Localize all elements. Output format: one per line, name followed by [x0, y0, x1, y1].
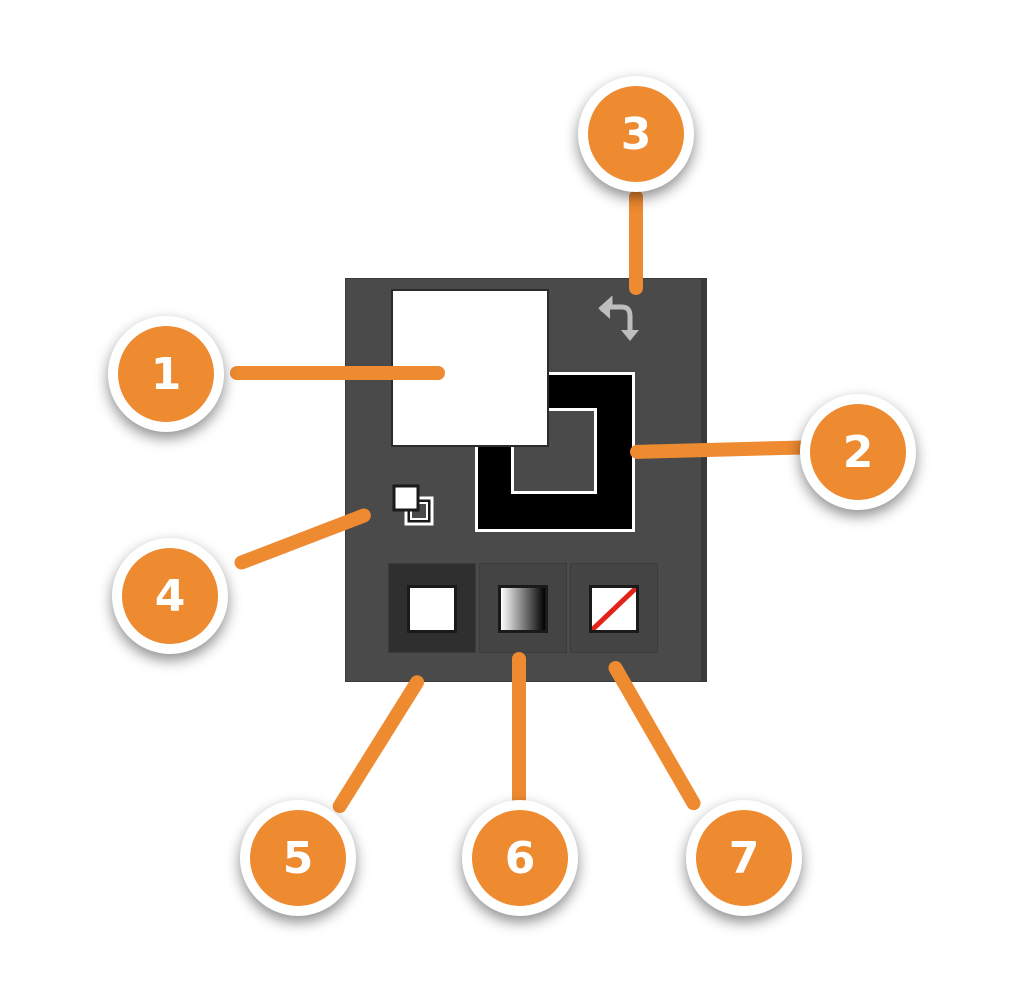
callout-1: 1	[108, 316, 224, 432]
gradient-mode-button[interactable]	[479, 563, 567, 653]
color-mode-button[interactable]	[388, 563, 476, 653]
stroke-swatch[interactable]	[475, 372, 635, 532]
panel-right-edge	[701, 278, 707, 682]
none-mode-button[interactable]	[570, 563, 658, 653]
swap-fill-stroke-icon[interactable]	[590, 295, 642, 348]
leader-line-6	[512, 652, 526, 827]
callout-4: 4	[112, 538, 228, 654]
callout-2: 2	[800, 394, 916, 510]
leader-line-3	[629, 190, 643, 295]
color-mode-icon	[407, 585, 457, 633]
gradient-mode-icon	[498, 585, 548, 633]
callout-3: 3	[578, 76, 694, 192]
default-fill-stroke-icon[interactable]	[386, 478, 442, 534]
leader-line-5	[330, 672, 427, 816]
callout-6: 6	[462, 800, 578, 916]
leader-line-1	[230, 366, 445, 380]
fill-mode-buttons	[388, 563, 658, 653]
callout-5: 5	[240, 800, 356, 916]
none-mode-icon	[589, 585, 639, 633]
callout-7: 7	[686, 800, 802, 916]
